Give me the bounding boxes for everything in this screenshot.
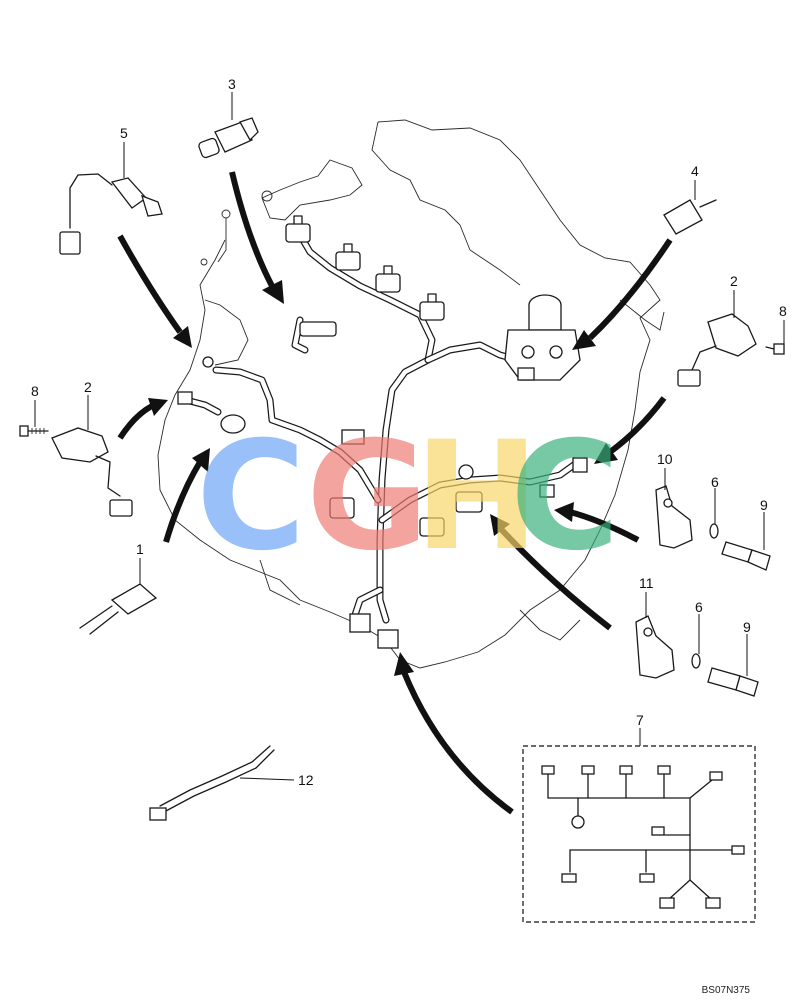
callout-7: 7 xyxy=(636,712,644,728)
part-5-temperature-sensor xyxy=(59,173,163,255)
engine-outline xyxy=(157,119,665,669)
watermark-letter-g: G xyxy=(306,410,429,584)
watermark-letter-c1: C xyxy=(196,410,306,584)
part-8-bolt-right xyxy=(765,343,785,355)
injector-connectors xyxy=(285,215,445,337)
callout-4: 4 xyxy=(691,163,699,179)
part-10-bracket xyxy=(655,485,693,549)
harness-connectors xyxy=(177,356,588,649)
callout-3: 3 xyxy=(228,76,236,92)
watermark-letter-c2: C xyxy=(510,410,620,584)
callout-6-lower: 6 xyxy=(695,599,703,615)
part-2-speed-sensor-right xyxy=(677,313,757,387)
reference-arrows xyxy=(117,171,673,815)
part-8-bolt-left xyxy=(19,425,49,437)
part-6-washers xyxy=(691,523,719,669)
part-12-cable-tie xyxy=(149,745,275,821)
callout-1: 1 xyxy=(136,541,144,557)
callout-10: 10 xyxy=(657,451,673,467)
watermark-letter-h: H xyxy=(414,410,540,584)
part-11-bracket xyxy=(635,615,675,679)
pump-assembly xyxy=(504,294,581,381)
watermark: C G H C xyxy=(196,410,620,584)
callout-leaders xyxy=(34,92,785,781)
callout-9-upper: 9 xyxy=(760,497,768,513)
callout-11: 11 xyxy=(639,575,654,591)
callout-2-right: 2 xyxy=(730,273,738,289)
callout-6-upper: 6 xyxy=(711,474,719,490)
part-9-cap-screws xyxy=(707,541,771,697)
part-3-pressure-sensor xyxy=(198,117,259,159)
callout-12: 12 xyxy=(298,772,314,788)
callout-9-lower: 9 xyxy=(743,619,751,635)
part-2-speed-sensor-left xyxy=(51,427,133,517)
callout-2-left: 2 xyxy=(84,379,92,395)
part-4-sensor xyxy=(663,199,717,235)
part-1-switch xyxy=(79,583,158,635)
part-7-harness-schematic xyxy=(522,745,756,923)
figure-code: BS07N375 xyxy=(701,985,750,996)
callout-5: 5 xyxy=(120,125,128,141)
callout-8-left: 8 xyxy=(31,383,39,399)
callout-8-right: 8 xyxy=(779,303,787,319)
